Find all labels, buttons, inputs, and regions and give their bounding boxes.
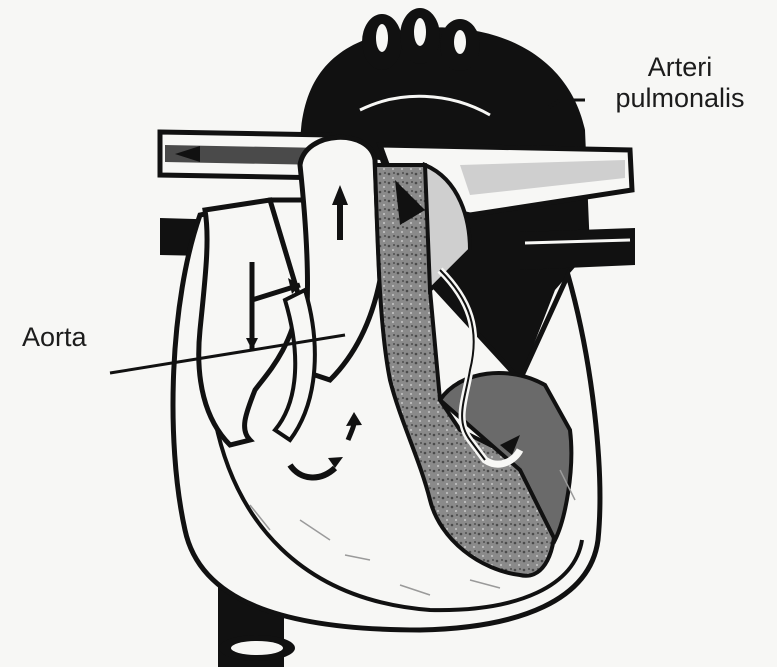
aorta-label: Aorta <box>22 322 87 353</box>
arteri-pulmonalis-label: Arteri pulmonalis <box>590 52 770 114</box>
arteri-pulmonalis-label-line2: pulmonalis <box>590 83 770 114</box>
arteri-pulmonalis-label-line1: Arteri <box>590 52 770 83</box>
